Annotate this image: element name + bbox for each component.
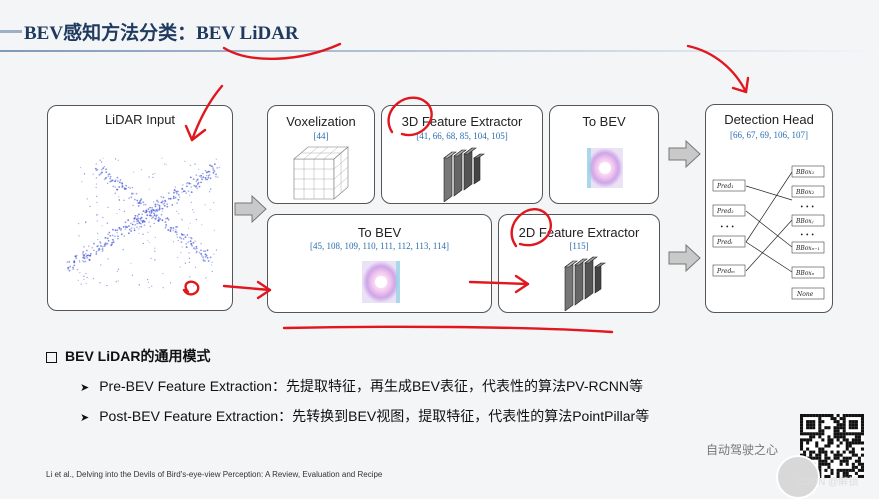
csdn-watermark: CSDN @解锁: [797, 477, 859, 488]
flow-arrow-icon: [668, 243, 701, 273]
underline-annotation: [282, 325, 614, 334]
feature-2d-title: 2D Feature Extractor: [518, 225, 640, 240]
feature-layers-icon: [443, 147, 485, 202]
bullet-text: Post-BEV Feature Extraction：先转换到BEV视图，提取…: [99, 408, 650, 424]
to-bev-top-box: To BEV: [549, 105, 659, 204]
bullet-text: Pre-BEV Feature Extraction：先提取特征，再生成BEV表…: [99, 378, 643, 394]
channel-watermark: 自动驾驶之心: [706, 443, 779, 457]
bbox-label: BBoxⱼ: [795, 218, 814, 225]
title-accent-stripe: [0, 30, 22, 33]
feature-layers-icon: [564, 256, 606, 311]
bbox-label: BBox₁: [795, 169, 814, 176]
to-bev-top-title: To BEV: [582, 114, 626, 129]
flow-arrow-icon: [234, 194, 267, 224]
voxelization-title: Voxelization: [286, 114, 356, 129]
pred-dots: • • •: [720, 224, 734, 231]
pred-label: Pred₂: [716, 208, 734, 215]
arrow-bullet-icon: ➤: [80, 382, 90, 394]
bbox-dots: • • •: [800, 204, 814, 211]
title-divider: [0, 50, 879, 52]
detection-head-refs: [66, 67, 69, 106, 107]: [730, 130, 808, 140]
bbox-label: BBoxₙ₋₁: [795, 245, 820, 252]
bbox-label: BBoxₙ: [795, 270, 815, 277]
feature-3d-title: 3D Feature Extractor: [401, 114, 523, 129]
to-bev-bottom-box: To BEV [45, 108, 109, 110, 111, 112, 113…: [267, 214, 492, 313]
page-title: BEV感知方法分类：BEV LiDAR: [24, 23, 299, 44]
point-cloud-image: [66, 157, 221, 289]
voxelization-box: Voxelization [44]: [267, 105, 375, 204]
arrow-annotation: [731, 76, 750, 94]
lidar-input-title: LiDAR Input: [104, 112, 176, 127]
voxelization-refs: [44]: [313, 131, 329, 141]
checkbox-square-icon: [46, 351, 57, 363]
feature-2d-box: 2D Feature Extractor [115]: [498, 214, 660, 313]
bbox-dots: • • •: [800, 232, 814, 239]
detection-head-title: Detection Head: [724, 112, 814, 127]
to-bev-bottom-refs: [45, 108, 109, 110, 111, 112, 113, 114]: [310, 241, 449, 251]
section-heading: BEV LiDAR的通用模式: [46, 346, 210, 366]
arrow-bullet-icon: ➤: [80, 412, 90, 424]
matching-diagram: Pred₁ Pred₂ • • • Predᵢ Predₘ BBox₁ BBox…: [712, 165, 825, 300]
bullet-item: ➤ Post-BEV Feature Extraction：先转换到BEV视图，提…: [80, 406, 649, 426]
bev-map-image: [362, 261, 400, 303]
bullet-item: ➤ Pre-BEV Feature Extraction：先提取特征，再生成BEV…: [80, 376, 643, 396]
pred-label: Predᵢ: [716, 239, 733, 246]
lidar-input-box: LiDAR Input: [47, 105, 233, 311]
bev-map-image: [587, 148, 623, 188]
arrow-annotation: [686, 44, 748, 94]
feature-3d-box: 3D Feature Extractor [41, 66, 68, 85, 10…: [381, 105, 543, 204]
pred-label: Pred₁: [716, 183, 734, 190]
bbox-label: None: [796, 291, 814, 298]
to-bev-bottom-title: To BEV: [357, 225, 402, 240]
bbox-label: BBox₂: [795, 189, 815, 196]
detection-head-box: Detection Head [66, 67, 69, 106, 107] Pr…: [705, 104, 833, 313]
feature-2d-refs: [115]: [569, 241, 589, 251]
flow-arrow-icon: [668, 139, 701, 169]
pred-label: Predₘ: [716, 268, 735, 275]
citation: Li et al., Delving into the Devils of Bi…: [46, 470, 383, 479]
feature-3d-refs: [41, 66, 68, 85, 104, 105]: [416, 131, 508, 141]
voxel-grid-icon: [293, 146, 349, 200]
